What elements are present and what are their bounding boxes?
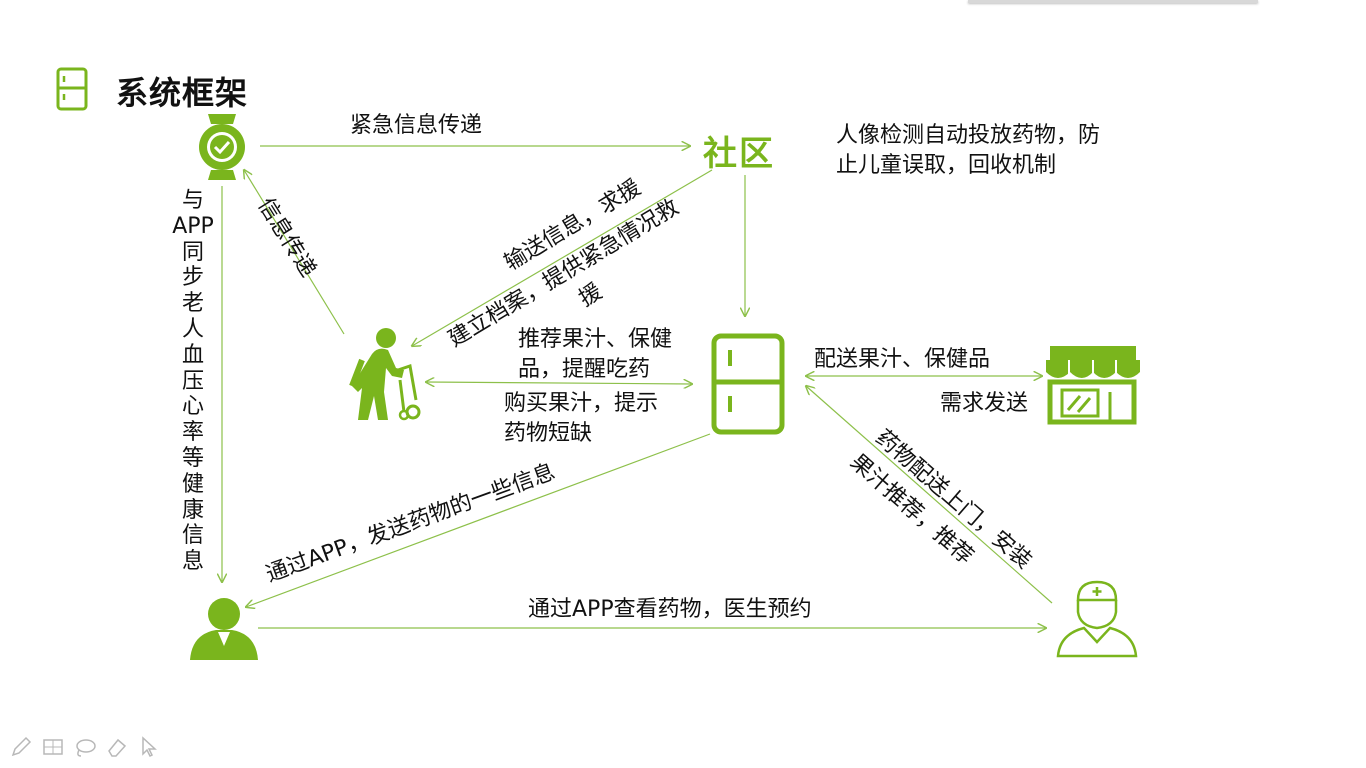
arrow-fridge-to-user <box>246 433 711 607</box>
fridge-icon <box>56 67 88 111</box>
arrow-elderly-fridge <box>426 382 692 384</box>
app-sync-line-2: APP <box>172 213 214 239</box>
annotation-toolbar <box>8 734 162 760</box>
demand-send-label: 需求发送 <box>940 391 1029 416</box>
eraser-icon[interactable] <box>104 734 130 760</box>
arrow-community-to-elderly <box>412 169 713 346</box>
app-sync-line-3: 同步老人血压心率等健康信息 <box>181 239 204 575</box>
arrow-doctor-to-fridge <box>806 386 1053 604</box>
app-view-doctor-label: 通过APP查看药物，医生预约 <box>528 597 812 622</box>
pen-icon[interactable] <box>8 734 34 760</box>
pointer-icon[interactable] <box>136 734 162 760</box>
community-note-line-1: 人像检测自动投放药物，防 <box>836 123 1101 148</box>
page-title: 系统框架 <box>116 74 249 112</box>
fridge-icon <box>711 333 785 435</box>
store-icon <box>1046 346 1140 425</box>
emergency-transfer-label: 紧急信息传递 <box>350 113 483 138</box>
user-icon <box>190 598 258 660</box>
app-sync-label: 与 APP 同步老人血压心率等健康信息 <box>168 188 218 575</box>
buy-label-1: 购买果汁，提示 <box>504 391 659 416</box>
doctor-icon <box>1056 580 1138 658</box>
buy-label-2: 药物短缺 <box>504 421 593 446</box>
deliver-juice-label: 配送果汁、保健品 <box>814 347 991 372</box>
recommend-label-2: 品，提醒吃药 <box>518 357 651 382</box>
smartwatch-icon <box>199 114 245 180</box>
app-sync-line-1: 与 <box>181 188 204 213</box>
slide-top-bar <box>968 0 1258 3</box>
elderly-walker-icon <box>349 328 421 421</box>
recommend-label-1: 推荐果汁、保健 <box>518 327 673 352</box>
arrows <box>222 146 1053 628</box>
arrow-elderly-to-watch <box>244 170 345 335</box>
grid-icon[interactable] <box>40 734 66 760</box>
lasso-icon[interactable] <box>72 734 98 760</box>
community-label: 社区 <box>703 134 775 174</box>
community-note-line-2: 止儿童误取，回收机制 <box>836 153 1057 178</box>
